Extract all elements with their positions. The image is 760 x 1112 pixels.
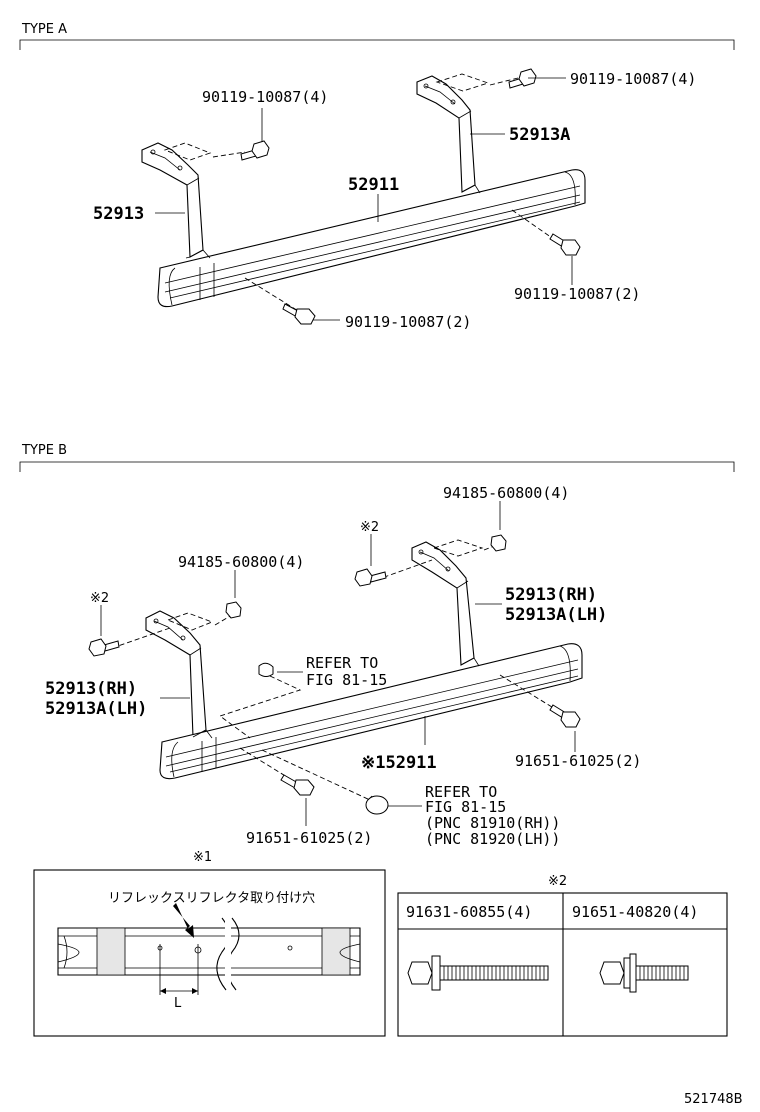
label-bolt: 90119-10087(4) <box>202 88 328 106</box>
label-bolt: 90119-10087(2) <box>514 285 640 303</box>
label-bracket-lh: 52913A(LH) <box>45 699 147 719</box>
label-refer: (PNC 81910(RH)) <box>425 814 560 832</box>
nut-icon <box>225 601 242 619</box>
dimension-label: L <box>174 996 182 1011</box>
nut-icon <box>490 534 507 552</box>
label-note-mark: ※2 <box>360 520 379 535</box>
flange-bolt-icon <box>407 955 549 991</box>
detail-1-mark: ※1 <box>193 850 212 865</box>
label-step-bar: ※152911 <box>361 753 437 773</box>
reflector-hole-caption: リフレックスリフレクタ取り付け穴 <box>108 891 315 906</box>
label-refer: REFER TO <box>306 654 378 672</box>
label-bolt: 90119-10087(2) <box>345 313 471 331</box>
bolt-icon <box>280 774 315 796</box>
washer-bolt-icon <box>599 953 689 993</box>
type-a-bracket-line <box>19 39 735 50</box>
reflector-clip-icon <box>258 662 274 677</box>
label-refer: (PNC 81920(LH)) <box>425 830 560 848</box>
label-refer: FIG 81-15 <box>425 798 506 816</box>
label-bolt: 91651-61025(2) <box>246 829 372 847</box>
detail-2-table: ※2 91631-60855(4) 91651-40820(4) <box>397 874 728 1037</box>
label-bolt: 90119-10087(4) <box>570 70 696 88</box>
step-bar-52911 <box>157 169 586 308</box>
label-bracket-rh: 52913(RH) <box>45 679 137 699</box>
bolt-icon <box>549 704 581 728</box>
label-nut: 94185-60800(4) <box>443 484 569 502</box>
label-nut: 94185-60800(4) <box>178 553 304 571</box>
part-number-cell: 91651-40820(4) <box>572 903 698 921</box>
label-step-bar: 52911 <box>348 175 399 195</box>
type-b-section: TYPE B <box>19 443 735 848</box>
label-bracket: 52913A <box>509 125 570 145</box>
label-bracket-rh: 52913(RH) <box>505 585 597 605</box>
label-refer: REFER TO <box>425 783 497 801</box>
bracket-52913-right-b <box>411 541 475 666</box>
figure-code: 521748B <box>684 1092 743 1107</box>
bolt-icon <box>549 233 581 256</box>
reflector-icon <box>365 795 389 815</box>
bracket-52913-left <box>141 142 204 258</box>
bolt-icon <box>354 568 387 587</box>
part-number-cell: 91631-60855(4) <box>406 903 532 921</box>
detail-2-mark: ※2 <box>548 874 567 889</box>
type-a-header: TYPE A <box>21 22 67 37</box>
bolt-icon <box>508 68 537 89</box>
bolt-icon <box>282 303 316 325</box>
label-bracket: 52913 <box>93 204 144 224</box>
bracket-52913-left-b <box>145 610 207 738</box>
label-bracket-lh: 52913A(LH) <box>505 605 607 625</box>
label-bolt: 91651-61025(2) <box>515 752 641 770</box>
type-a-section: TYPE A <box>19 22 735 331</box>
type-b-header: TYPE B <box>21 443 67 458</box>
label-note-mark: ※2 <box>90 591 109 606</box>
bolt-icon <box>88 638 120 657</box>
bracket-52913a-right <box>416 75 476 193</box>
label-refer: FIG 81-15 <box>306 671 387 689</box>
arrow-icon <box>173 903 194 938</box>
detail-1-box: ※1 リフレックスリフレクタ取り付け穴 L <box>33 850 386 1037</box>
bolt-icon <box>240 140 270 161</box>
step-bar-52911-b <box>159 643 583 780</box>
type-b-bracket-line <box>19 461 735 472</box>
